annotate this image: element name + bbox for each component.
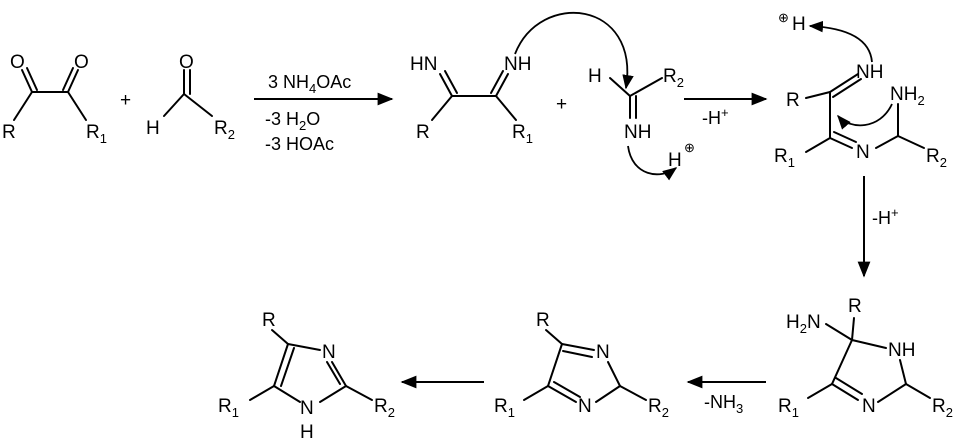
intermediate-b-r1-label: R1 [778,396,799,420]
intermediate-b-r-label: R [848,296,862,317]
intermediate-b-h2n-label: H2N [786,312,821,336]
imidazole-r2-label: R2 [374,396,395,420]
diimine-r-label: R [416,122,430,143]
diimine-hn-label: HN [410,54,437,75]
step1-condition-2: -3 H2O [265,109,320,133]
aldehyde-h-label: H [146,118,160,139]
aldimine-r2-label: R2 [663,66,684,90]
curly-arrow-nucleophilic-attack [514,11,634,90]
curly-arrow-protonation [627,145,678,181]
imidazole-r-label: R [262,310,276,331]
aldimine-h-label: H [588,66,602,87]
step4-label: -NH3 [704,392,743,416]
isoimidazole-n-bottom: N [578,396,592,417]
step3-label: -H+ [872,205,899,228]
diimine-r1-label: R1 [512,122,533,146]
aldimine-nh-label: NH [624,122,651,143]
proton-label: H [668,150,682,171]
imidazole-nh-n: N [300,398,314,419]
step3-arrow-group: -H+ [857,176,899,278]
curly-arrow-amine-attack [837,103,893,130]
intermediate-a-r2-label: R2 [926,146,947,170]
imidazole-molecule: R N N H R1 R2 [218,310,395,443]
aldehyde-r2-label: R2 [214,118,235,142]
proton-charge: ⊕ [684,140,695,155]
isoimidazole-n-top: N [596,342,610,363]
step1-arrow-group: 3 NH4OAc -3 H2O -3 HOAc [254,72,394,154]
step4-arrow-group: -NH3 [686,375,766,416]
diketone-r1-label: R1 [86,122,107,146]
intermediate-b-n-label: N [862,396,876,417]
intermediate-a-nh-label: NH [856,62,883,83]
aldehyde-molecule: O H R2 [146,52,235,142]
imidazole-r1-label: R1 [218,396,239,420]
diimine-molecule: HN NH R R1 [410,54,533,146]
intermediate-a-r-label: R [786,90,800,111]
imidazole-n-top: N [322,342,336,363]
isoimidazole-molecule: R N N R1 R2 [494,310,669,420]
isoimidazole-r2-label: R2 [648,396,669,420]
step2-arrow-group: -H+ [684,92,768,128]
intermediate-a-nh2-label: NH2 [890,84,925,108]
intermediate-b-r2-label: R2 [932,396,953,420]
step1-condition-3: -3 HOAc [265,134,334,154]
curly-arrow-proton-transfer [808,20,873,63]
intermediate-a-proton: H [792,14,806,35]
isoimidazole-r1-label: R1 [494,396,515,420]
intermediate-a-n-label: N [856,142,870,163]
aldehyde-oxygen: O [179,52,194,73]
intermediate-a-molecule: ⊕ H R NH N NH2 R1 R2 [774,10,947,170]
step1-condition-1: 3 NH4OAc [268,72,351,96]
diimine-nh-label: NH [504,54,531,75]
imidazole-nh-h: H [300,422,314,443]
plus-sign-2: + [556,94,567,115]
diketone-r-label: R [2,122,16,143]
intermediate-b-nh-label: NH [888,340,915,361]
isoimidazole-r-label: R [536,310,550,331]
diketone-molecule: O O R R1 [2,52,107,146]
intermediate-b-molecule: H2N R NH N R1 R2 [778,296,953,420]
diketone-oxygen-left: O [10,52,25,73]
intermediate-a-proton-charge: ⊕ [778,10,789,25]
diketone-oxygen-right: O [74,52,89,73]
aldimine-molecule: H R2 NH H ⊕ [588,66,695,171]
plus-sign-1: + [120,90,131,111]
intermediate-a-r1-label: R1 [774,146,795,170]
step2-label: -H+ [702,105,729,128]
